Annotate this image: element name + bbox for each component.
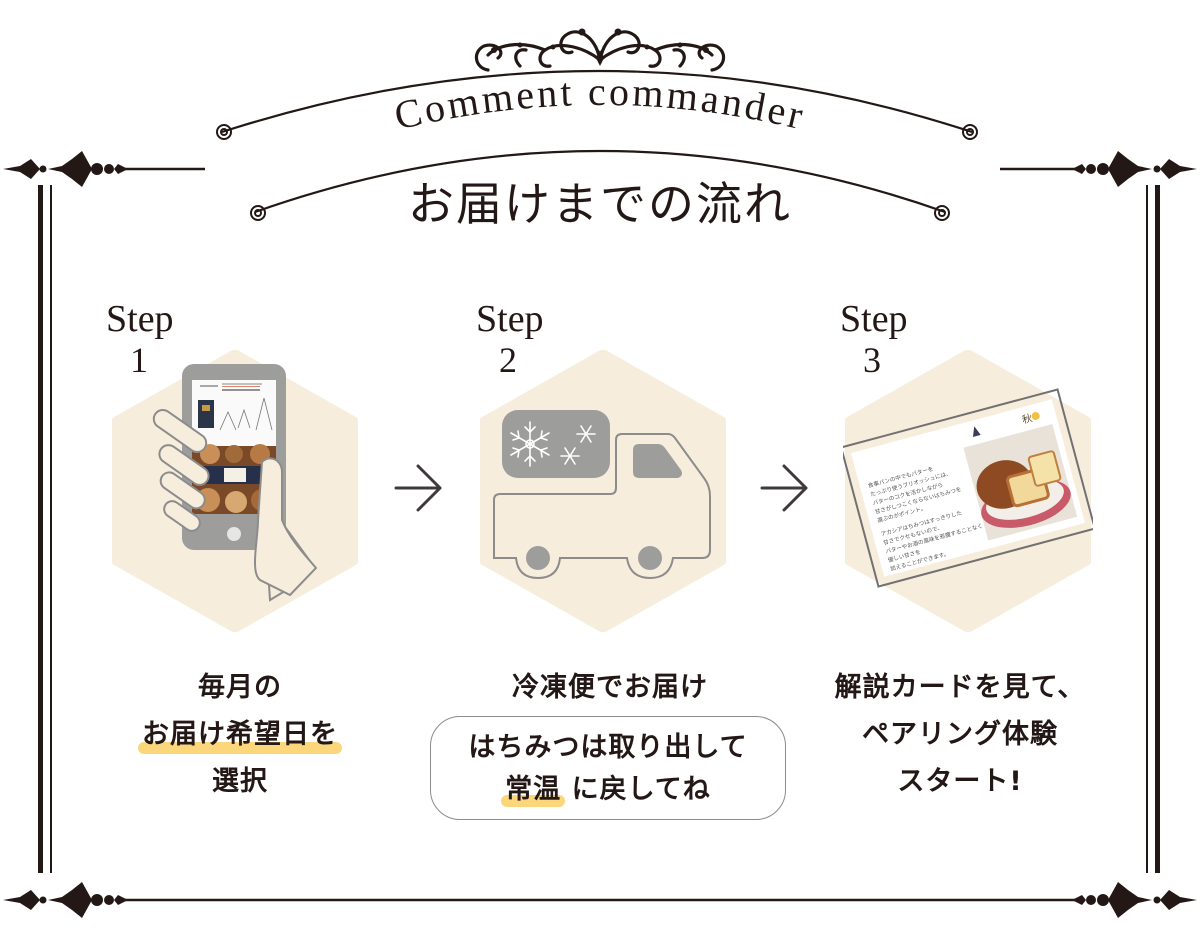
step-1-desc-line3: 選択 xyxy=(212,766,268,797)
step-3-label: Step xyxy=(840,298,908,340)
left-vertical-border xyxy=(38,185,52,873)
step-2-label: Step xyxy=(476,298,544,340)
explanation-card-icon: 秋 食事パンの中でもバターを たっぷり使うブリオッシュには、 バターのコクを活か… xyxy=(843,388,1093,588)
snowflake-icon xyxy=(510,421,596,467)
refrigerated-truck-icon xyxy=(493,410,711,580)
upper-arch-line xyxy=(221,69,973,134)
arrow-right-icon xyxy=(760,464,808,512)
step-1-label: Step xyxy=(106,298,174,340)
step-2-note-line1: はちみつは取り出して xyxy=(468,732,748,763)
step-1-desc-highlight: お届け希望日を xyxy=(138,711,342,758)
step-1-number: 1 xyxy=(130,340,148,380)
page-title: お届けまでの流れ xyxy=(408,177,792,231)
hexagon-background xyxy=(480,350,726,632)
right-bottom-ornament xyxy=(600,882,1197,918)
step-2-description: 冷凍便でお届け xyxy=(420,664,800,711)
step-3-number: 3 xyxy=(863,340,881,380)
step-3-desc-line2: ペアリング体験 xyxy=(862,719,1058,750)
step-3-description: 解説カードを見て、 ペアリング体験 スタート! xyxy=(800,664,1120,805)
left-bottom-ornament xyxy=(3,882,600,918)
lower-arch-line xyxy=(254,149,946,214)
right-top-ornament xyxy=(1000,151,1197,187)
arch-spiral-icons xyxy=(216,124,978,221)
step-3-desc-line3: スタート! xyxy=(897,766,1023,797)
crown-dots xyxy=(491,28,709,66)
left-top-ornament xyxy=(3,151,205,187)
step-1-desc-line1: 毎月の xyxy=(198,672,282,703)
step-2-note: はちみつは取り出して 常温 に戻してね xyxy=(430,716,786,820)
arrow-right-icon xyxy=(394,464,442,512)
step-3-illustration: 秋 食事パンの中でもバターを たっぷり使うブリオッシュには、 バターのコクを活か… xyxy=(843,350,1093,632)
step-2-note-line2: に戻してね xyxy=(571,774,711,805)
svg-text:秋: 秋 xyxy=(1021,411,1034,426)
step-3-desc-line1: 解説カードを見て、 xyxy=(834,672,1086,703)
smartphone-in-hand-icon xyxy=(152,364,318,602)
step-2-number: 2 xyxy=(499,340,517,380)
header-arch: Comment commander xyxy=(216,28,978,221)
step-2-desc-line1: 冷凍便でお届け xyxy=(512,672,708,703)
step-1-illustration xyxy=(112,350,358,632)
crown-scroll-ornament xyxy=(474,30,726,72)
step-2-illustration xyxy=(480,350,726,632)
step-1-description: 毎月の お届け希望日を 選択 xyxy=(100,664,380,805)
step-2-note-highlight: 常温 xyxy=(501,769,566,811)
right-vertical-border xyxy=(1146,185,1160,873)
